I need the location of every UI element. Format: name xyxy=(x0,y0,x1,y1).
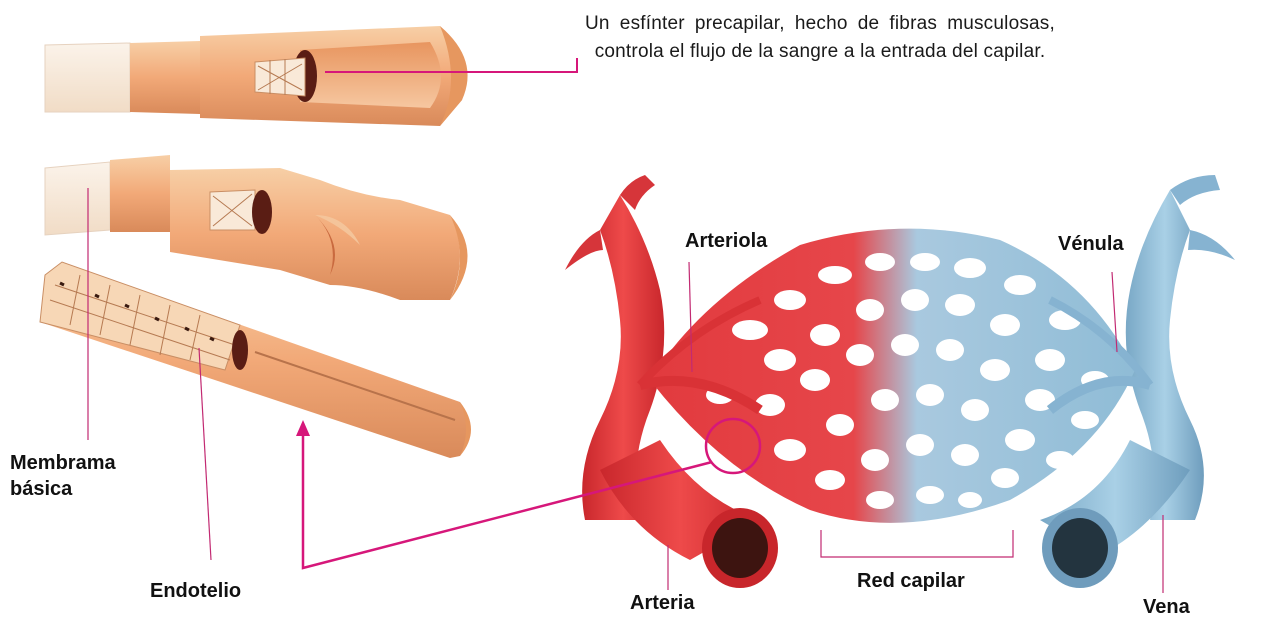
label-arteriola: Arteriola xyxy=(685,228,767,254)
label-vena: Vena xyxy=(1143,594,1190,620)
label-venula: Vénula xyxy=(1058,231,1124,257)
label-red-capilar: Red capilar xyxy=(857,568,965,594)
capillary-network xyxy=(565,175,1235,588)
label-membrana-basica: Membrama básica xyxy=(10,450,116,502)
sphincter-callout: Un esfínter precapilar, hecho de fibras … xyxy=(585,10,1055,66)
label-membrana-line2: básica xyxy=(10,476,116,502)
label-membrana-line1: Membrama xyxy=(10,450,116,476)
label-arteria: Arteria xyxy=(630,590,694,616)
precapillary-vessel-illustration xyxy=(45,26,468,126)
label-endotelio: Endotelio xyxy=(150,578,241,604)
